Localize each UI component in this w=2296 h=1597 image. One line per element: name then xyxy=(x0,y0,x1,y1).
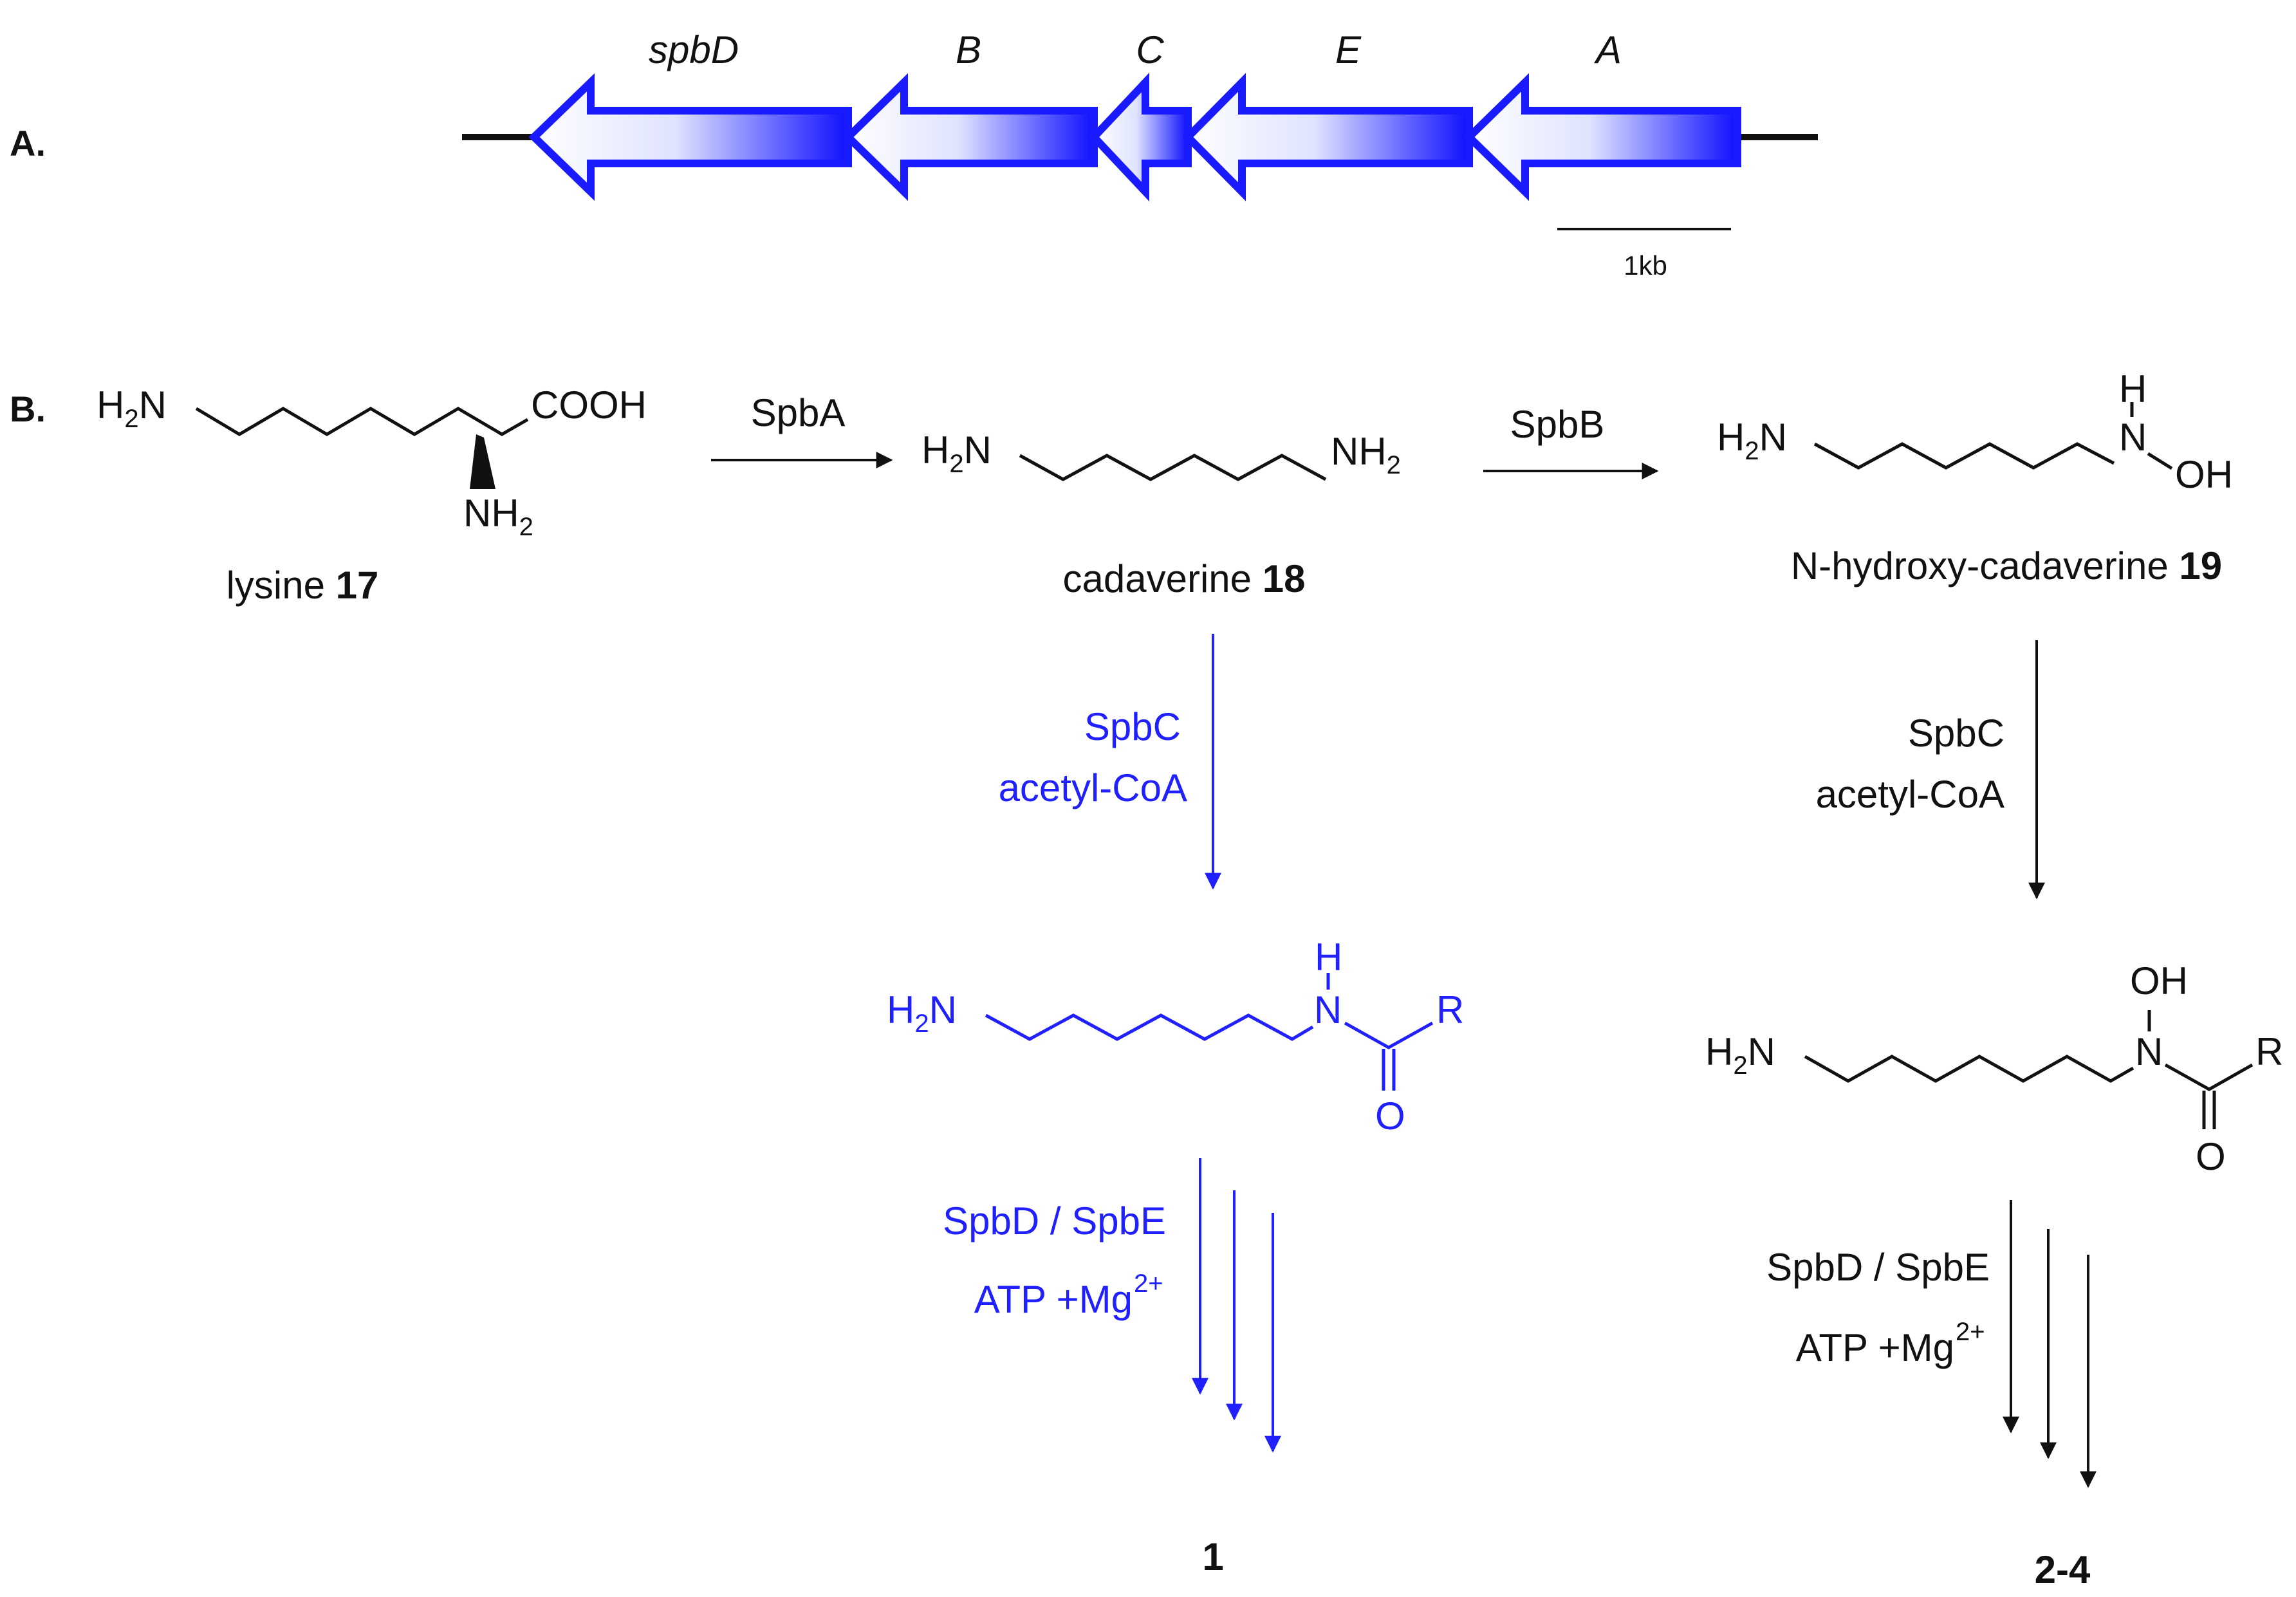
hydroxycadaverine-h2n-h: H xyxy=(1717,416,1745,459)
gene-arrow-spbC xyxy=(1088,72,1192,202)
hydroxycadaverine-h2n: H2N xyxy=(1717,416,1787,465)
lysine-chain xyxy=(195,407,529,436)
lysine-caption: lysine 17 xyxy=(227,564,379,607)
left-branch: SpbC acetyl-CoA H2N N H R O SpbD / SpbE … xyxy=(887,634,1464,1578)
hydroxycadaverine-structure: H2N N H OH N-hydroxy-cadaverine 19 xyxy=(1717,367,2233,587)
right-product-h2n: H2N xyxy=(1705,1030,1775,1080)
scale-bar-label: 1kb xyxy=(1624,250,1667,281)
right-enzymes-spbd-spbe: SpbD / SpbE xyxy=(1766,1246,1990,1289)
left-product-chain xyxy=(985,1013,1314,1041)
left-product-o: O xyxy=(1375,1094,1405,1138)
cadaverine-h2n-n: N xyxy=(964,429,992,472)
cadaverine-h2n: H2N xyxy=(921,429,992,478)
cadaverine-number: 18 xyxy=(1263,557,1306,600)
lysine-number: 17 xyxy=(336,564,379,607)
lysine-nh2-text: NH xyxy=(463,492,519,535)
right-cofactor-atp: ATP +Mg xyxy=(1796,1326,1954,1369)
left-enzymes-spbd-spbe: SpbD / SpbE xyxy=(943,1199,1166,1242)
final-product-2-4: 2-4 xyxy=(2035,1548,2091,1591)
lysine-wedge-bond xyxy=(470,434,495,489)
lysine-h2n-sub: 2 xyxy=(124,405,138,433)
hydroxycadaverine-oh: OH xyxy=(2175,453,2233,496)
right-product-structure: H2N N OH R O xyxy=(1705,959,2283,1178)
lysine-h2n-n: N xyxy=(139,383,167,427)
left-product-structure: H2N N H R O xyxy=(887,936,1464,1138)
lysine-h2n: H2N xyxy=(97,383,167,433)
right-product-carbonyl-chain xyxy=(2164,1063,2254,1091)
right-product-r: R xyxy=(2255,1030,2283,1073)
enzyme-spba: SpbA xyxy=(751,391,846,434)
gene-arrow-spbD xyxy=(528,73,852,201)
left-product-carbonyl-chain xyxy=(1344,1021,1434,1049)
gene-arrow-spbA xyxy=(1463,73,1741,201)
lysine-nh2: NH2 xyxy=(463,492,533,541)
left-product-h2n-sub: 2 xyxy=(914,1010,929,1038)
hydroxycadaverine-h: H xyxy=(2119,367,2147,411)
left-cofactor-acetylcoa: acetyl-CoA xyxy=(999,766,1187,809)
lysine-nh2-sub: 2 xyxy=(519,513,533,541)
cadaverine-h2n-sub: 2 xyxy=(949,450,963,478)
gene-label-E: E xyxy=(1335,28,1362,71)
right-branch: SpbC acetyl-CoA H2N N OH R O SpbD / SpbE… xyxy=(1705,640,2283,1591)
left-cofactor-atp-sup: 2+ xyxy=(1134,1269,1163,1298)
right-product-h2n-n: N xyxy=(1748,1030,1775,1073)
right-product-oh: OH xyxy=(2130,959,2188,1002)
left-product-h: H xyxy=(1315,936,1342,979)
cadaverine-nh2-text: NH xyxy=(1331,430,1387,473)
cadaverine-name: cadaverine xyxy=(1063,557,1252,600)
left-cofactor-atp-line: ATP +Mg xyxy=(974,1278,1133,1321)
cadaverine-structure: H2N NH2 cadaverine 18 xyxy=(921,429,1401,600)
cadaverine-chain xyxy=(1019,454,1327,481)
cadaverine-nh2: NH2 xyxy=(1331,430,1401,479)
lysine-cooh: COOH xyxy=(531,383,647,427)
panel-b-label: B. xyxy=(10,389,46,429)
gene-label-B: B xyxy=(956,28,981,71)
right-cofactor-acetylcoa: acetyl-CoA xyxy=(1816,773,2004,816)
enzyme-spbb: SpbB xyxy=(1510,403,1605,446)
hydroxycadaverine-n: N xyxy=(2119,416,2147,459)
right-cofactor-atp-line: ATP +Mg xyxy=(1796,1326,1954,1369)
hydroxycadaverine-no-bond xyxy=(2147,452,2173,470)
left-product-h2n-h: H xyxy=(887,988,914,1031)
hydroxycadaverine-h2n-sub: 2 xyxy=(1745,437,1759,465)
left-product-h2n-n: N xyxy=(929,988,957,1031)
right-product-h2n-h: H xyxy=(1705,1030,1733,1073)
left-product-n: N xyxy=(1314,988,1342,1031)
right-cofactor-atp-sup: 2+ xyxy=(1956,1318,1985,1346)
right-product-h2n-sub: 2 xyxy=(1733,1051,1747,1080)
gene-label-A: A xyxy=(1594,28,1622,71)
hydroxycadaverine-h2n-n: N xyxy=(1759,416,1787,459)
lysine-name: lysine xyxy=(227,564,325,607)
right-product-o: O xyxy=(2196,1135,2226,1178)
gene-label-C: C xyxy=(1136,28,1164,71)
left-cofactor-atp: ATP +Mg xyxy=(974,1278,1133,1321)
hydroxycadaverine-number: 19 xyxy=(2179,544,2222,587)
left-enzyme-spbc: SpbC xyxy=(1084,705,1181,748)
hydroxycadaverine-caption: N-hydroxy-cadaverine 19 xyxy=(1791,544,2222,587)
cadaverine-nh2-sub: 2 xyxy=(1387,451,1401,479)
gene-arrow-spbE xyxy=(1182,73,1473,201)
right-product-chain xyxy=(1804,1055,2134,1083)
right-enzyme-spbc: SpbC xyxy=(1908,712,2004,755)
cadaverine-h2n-h: H xyxy=(921,429,949,472)
panel-a: A. spbD B C E A 1kb xyxy=(10,28,1818,281)
left-product-h2n: H2N xyxy=(887,988,957,1038)
final-product-1: 1 xyxy=(1202,1535,1223,1578)
gene-arrow-spbB xyxy=(842,73,1098,201)
panel-b: B. H2N COOH NH2 lysine 17 SpbA H2N NH2 c… xyxy=(10,367,2283,1591)
lysine-structure: H2N COOH NH2 lysine 17 xyxy=(97,383,647,607)
cadaverine-caption: cadaverine 18 xyxy=(1063,557,1306,600)
hydroxycadaverine-chain xyxy=(1813,442,2115,470)
left-product-r: R xyxy=(1436,988,1464,1031)
panel-a-label: A. xyxy=(10,123,46,163)
hydroxycadaverine-name: N-hydroxy-cadaverine xyxy=(1791,544,2169,587)
right-product-n: N xyxy=(2135,1030,2163,1073)
lysine-h2n-text: H xyxy=(97,383,124,427)
gene-label-spbD: spbD xyxy=(649,28,739,71)
